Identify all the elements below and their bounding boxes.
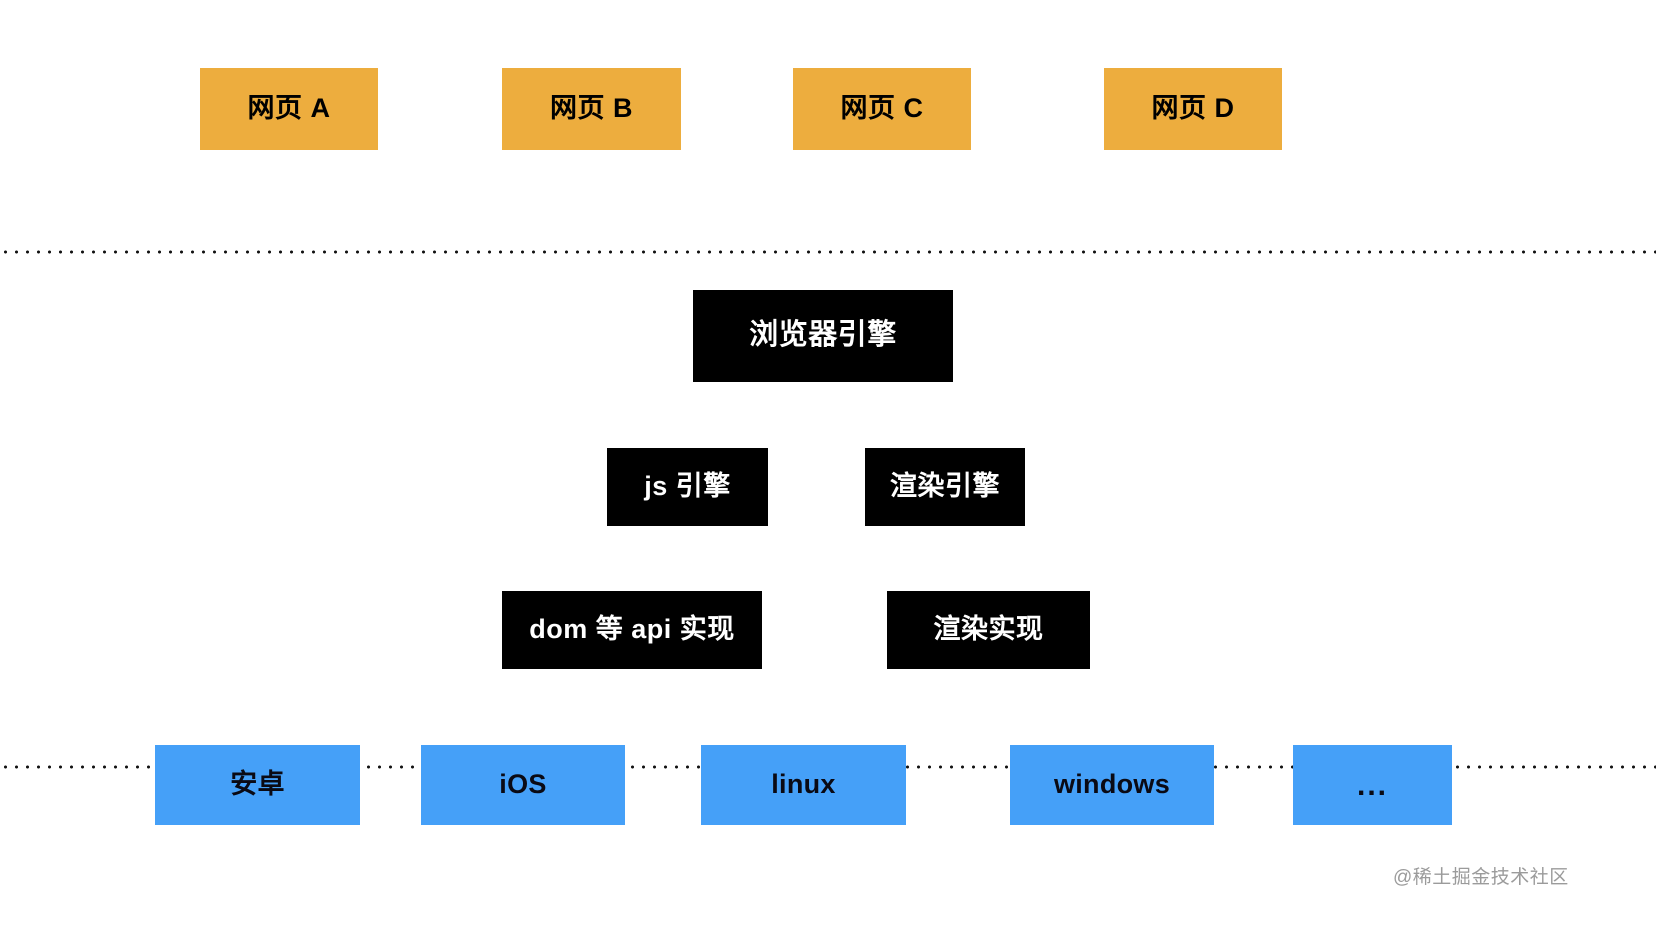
page-box-d-label: 网页 D (1151, 93, 1235, 124)
os-box-windows: windows (1010, 745, 1214, 825)
page-box-b: 网页 B (502, 68, 681, 150)
browser-engine-label: 浏览器引擎 (749, 319, 897, 352)
os-box-linux: linux (701, 745, 906, 825)
page-box-a-label: 网页 A (247, 93, 331, 124)
divider-top (0, 250, 1656, 254)
os-box-more-label: ... (1356, 768, 1388, 802)
render-engine-label: 渲染引擎 (890, 471, 1000, 502)
os-box-windows-label: windows (1053, 769, 1171, 800)
browser-engine-box: 浏览器引擎 (693, 290, 953, 382)
js-engine-label: js 引擎 (644, 471, 731, 502)
os-box-more: ... (1293, 745, 1452, 825)
dom-api-impl-box: dom 等 api 实现 (502, 591, 762, 669)
os-box-android-label: 安卓 (230, 769, 285, 800)
page-box-c-label: 网页 C (840, 93, 924, 124)
page-box-b-label: 网页 B (550, 93, 633, 124)
os-box-ios-label: iOS (499, 769, 547, 800)
dom-api-impl-label: dom 等 api 实现 (529, 614, 735, 645)
os-box-android: 安卓 (155, 745, 360, 825)
page-box-a: 网页 A (200, 68, 378, 150)
render-impl-box: 渲染实现 (887, 591, 1090, 669)
render-engine-box: 渲染引擎 (865, 448, 1025, 526)
page-box-c: 网页 C (793, 68, 971, 150)
render-impl-label: 渲染实现 (933, 614, 1044, 645)
watermark: @稀土掘金技术社区 (1393, 867, 1569, 888)
os-box-linux-label: linux (771, 769, 836, 800)
os-box-ios: iOS (421, 745, 625, 825)
js-engine-box: js 引擎 (607, 448, 768, 526)
page-box-d: 网页 D (1104, 68, 1282, 150)
